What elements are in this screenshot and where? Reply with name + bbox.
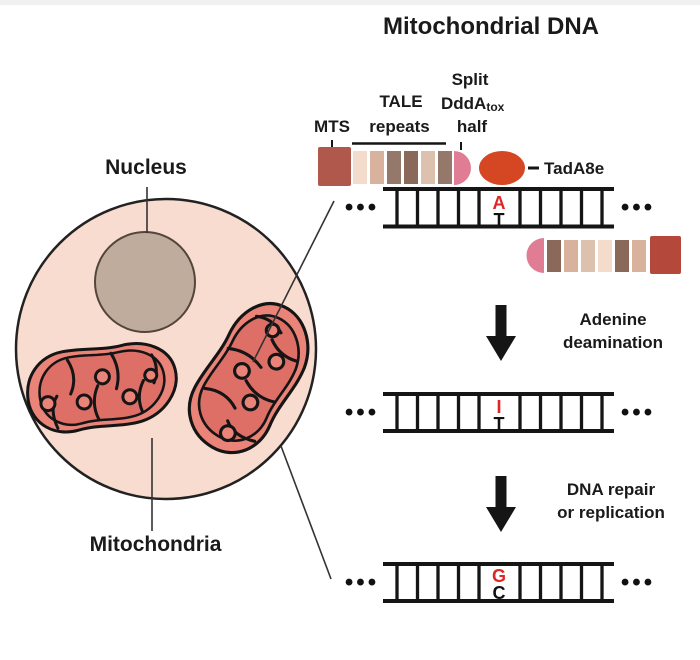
arrow1-label-line1: Adenine [579, 310, 647, 329]
tale-repeat [353, 151, 367, 184]
tale-repeat [387, 151, 401, 184]
half-label: half [456, 117, 488, 136]
base-bottom-2: T [494, 414, 505, 434]
split-label: Split [451, 70, 489, 89]
ellipsis-right-3: ••• [621, 569, 655, 596]
base-bottom-3: C [493, 583, 506, 603]
ellipsis-left-2: ••• [345, 399, 379, 426]
tale-repeats-domain [353, 151, 452, 184]
nucleus-shape [94, 231, 196, 333]
base-top-1: A [493, 193, 506, 213]
base-top-3: G [492, 566, 506, 586]
tale-repeat [598, 240, 612, 272]
tale-repeat [615, 240, 629, 272]
base-bottom-1: T [494, 210, 505, 230]
dna-repair-label: DNA repair or replication [536, 478, 686, 524]
ellipsis-left-3: ••• [345, 569, 379, 596]
arrow1-label-line2: deamination [562, 333, 664, 352]
split-ddda-half-domain-2 [526, 238, 544, 273]
ellipsis-left-1: ••• [345, 194, 379, 221]
tale-repeat [438, 151, 452, 184]
arrow2-label-line2: or replication [557, 503, 665, 522]
mito-cristae [203, 314, 298, 443]
page-title: Mitochondrial DNA [383, 13, 599, 40]
tada8e-domain [479, 151, 525, 185]
down-arrow-2 [486, 476, 516, 532]
ddda-label-main: DddA [441, 94, 487, 113]
nucleus-label: Nucleus [105, 156, 187, 179]
mitochondrion-right [187, 302, 310, 455]
ddda-label-subscript: tox [486, 100, 505, 114]
tale-repeat [421, 151, 435, 184]
ellipsis-right-1: ••• [621, 194, 655, 221]
mitochondria-label: Mitochondria [89, 533, 222, 556]
dna-ladder-2 [383, 392, 614, 433]
tale-repeat [404, 151, 418, 184]
mts-label: MTS [314, 117, 350, 136]
mito-granules [39, 367, 159, 413]
tale-repeat [547, 240, 561, 272]
top-edge-strip [0, 0, 700, 5]
mito-granules [218, 322, 286, 443]
mts-domain-2 [650, 236, 681, 274]
zoom-line-bottom [280, 445, 332, 580]
tale-repeat [632, 240, 646, 272]
zoom-line-top [252, 200, 335, 363]
base-top-2: I [496, 397, 501, 417]
ellipsis-right-2: ••• [621, 399, 655, 426]
tale-repeats-domain-2 [547, 240, 646, 272]
dna-ladder-3 [383, 562, 614, 603]
mito-inner-membrane [197, 314, 300, 442]
dna-ladder-1 [383, 187, 614, 229]
arrow2-label-line1: DNA repair [566, 480, 656, 499]
tale-repeat [370, 151, 384, 184]
mts-domain [318, 147, 351, 186]
tale-repeat [581, 240, 595, 272]
repeats-label: repeats [369, 117, 430, 136]
mitochondrion-left [26, 342, 178, 434]
tale-repeat [564, 240, 578, 272]
split-ddda-half-domain [454, 151, 471, 185]
tale-label: TALE [379, 92, 423, 111]
adenine-deamination-label: Adenine deamination [543, 308, 683, 354]
ddda-label: DddAtox [441, 94, 541, 114]
tada8e-label: TadA8e [544, 159, 605, 178]
down-arrow-1 [486, 305, 516, 361]
